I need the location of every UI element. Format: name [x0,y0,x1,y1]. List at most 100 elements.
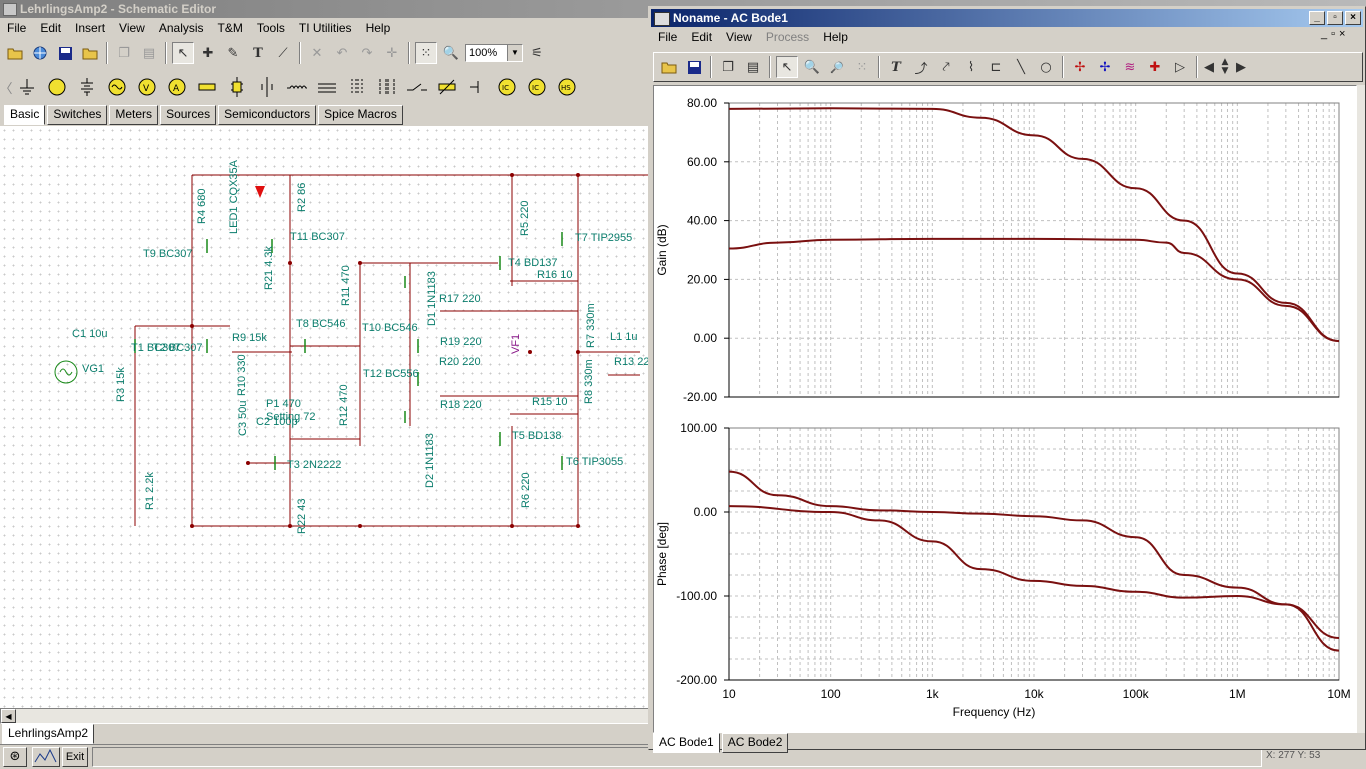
pencil-icon[interactable]: ✎ [227,45,239,61]
tab-basic[interactable]: Basic [4,105,46,125]
circle-icon[interactable]: ○ [1040,59,1052,75]
part-label[interactable]: R17 220 [439,293,481,305]
open-folder-icon[interactable] [658,56,680,78]
close-button[interactable]: × [1345,11,1361,25]
part-label[interactable]: C1 10u [72,328,108,340]
doc-minimize-icon[interactable]: _ [1321,28,1332,40]
part-label[interactable]: T12 BC556 [363,368,419,380]
part-label[interactable]: R7 330m [585,303,597,348]
part-label[interactable]: Setting 72 [266,411,316,423]
menu-tools[interactable]: Tools [256,21,285,35]
part-label[interactable]: T9 BC307 [143,248,193,260]
coil-icon[interactable] [282,72,312,102]
scroll-left-arrow-icon[interactable]: ◀ [1,709,16,723]
part-label[interactable]: T1 BC307 [131,342,181,354]
current-source-icon[interactable]: IC [492,72,522,102]
grid-icon[interactable]: ⁙ [856,59,868,75]
part-label[interactable]: R8 330m [583,359,595,404]
menu-help[interactable]: Help [365,21,391,35]
terminal-icon[interactable] [462,72,492,102]
part-label[interactable]: R12 470 [338,384,350,426]
select-arrow-icon[interactable]: ↖ [776,56,798,78]
menu-file[interactable]: File [658,30,678,44]
curve-icon[interactable]: ⌇ [967,59,975,75]
part-label[interactable]: R16 10 [537,269,573,281]
menu-view[interactable]: View [726,30,752,44]
tab-semiconductors[interactable]: Semiconductors [218,105,317,125]
save-icon[interactable] [54,42,76,64]
part-label[interactable]: C2 100p [256,416,298,428]
transformer-icon[interactable] [312,72,342,102]
potentiometer-icon[interactable] [432,72,462,102]
part-label[interactable]: R11 470 [340,265,352,306]
part-label[interactable]: T3 2N2222 [287,459,342,471]
text-label-icon[interactable]: ⊏ [990,59,1002,75]
part-label[interactable]: T5 BD138 [512,430,562,442]
paste-icon[interactable]: ▤ [142,45,156,61]
battery-icon[interactable] [72,72,102,102]
transformer3-icon[interactable] [372,72,402,102]
resistor-icon[interactable] [192,72,222,102]
menu-insert[interactable]: Insert [75,21,106,35]
part-label[interactable]: VF1 [510,333,522,354]
part-label[interactable]: R10 330 [236,354,248,396]
curves-icon[interactable]: ≋ [1124,59,1136,75]
doc-restore-icon[interactable]: ▫ [1331,28,1340,40]
part-label[interactable]: P1 470 [266,398,301,410]
label-icon[interactable]: ⟋ [278,45,288,61]
part-label[interactable]: R18 220 [440,399,482,411]
globe-icon[interactable] [29,42,51,64]
part-label[interactable]: D1 1N1183 [426,271,438,326]
capacitor-icon[interactable] [222,72,252,102]
tab-ac-bode2[interactable]: AC Bode2 [721,733,789,753]
oscilloscope-icon[interactable]: ⊛ [3,747,27,767]
paste-icon[interactable]: ▤ [746,59,760,75]
part-label[interactable]: R19 220 [440,336,482,348]
grid-icon[interactable]: ⁙ [415,42,437,64]
ammeter-icon[interactable]: A [162,72,192,102]
part-label[interactable]: R6 220 [520,472,532,508]
bode-vscrollbar[interactable] [1357,85,1365,733]
part-label[interactable]: T7 TIP2955 [575,232,633,244]
menu-process[interactable]: Process [765,30,810,44]
zoom-icon[interactable]: 🔍 [442,45,460,61]
inductor-icon[interactable] [252,72,282,102]
copy-icon[interactable]: ❐ [722,59,734,75]
save-icon[interactable] [683,56,705,78]
part-label[interactable]: R2 86 [296,182,308,212]
bode-titlebar[interactable]: Noname - AC Bode1 _ ▫ × [651,9,1363,27]
dc-source-icon[interactable]: IC [522,72,552,102]
menu-view[interactable]: View [119,21,145,35]
part-label[interactable]: R9 15k [232,332,267,344]
redo-icon[interactable]: ↷ [361,45,373,61]
part-label[interactable]: D2 1N1183 [424,433,436,488]
menu-file[interactable]: File [7,21,27,35]
nav-right-icon[interactable]: ▶ [1236,59,1246,75]
undo-icon[interactable]: ↶ [336,45,348,61]
part-label[interactable]: T6 TIP3055 [566,456,624,468]
zoom-in-icon[interactable]: 🔍 [803,59,821,75]
scroll-left-icon[interactable]: 〈 [0,81,13,97]
part-label[interactable]: VG1 [82,363,105,375]
part-label[interactable]: R4 680 [196,188,208,224]
text-icon[interactable]: T [253,45,263,61]
zoom-out-icon[interactable]: 🔎 [830,60,844,74]
open-icon[interactable] [79,42,101,64]
part-label[interactable]: LED1 CQX35A [228,160,240,234]
cursor-b-icon[interactable]: ✢ [1099,59,1111,75]
switch-icon[interactable] [402,72,432,102]
transformer2-icon[interactable] [342,72,372,102]
marker-icon[interactable]: ✚ [1149,59,1161,75]
menu-edit[interactable]: Edit [40,21,62,35]
open-folder-icon[interactable] [4,42,26,64]
minimize-button[interactable]: _ [1309,11,1325,25]
part-label[interactable]: T2 BC307 [153,342,203,354]
tab-ac-bode1[interactable]: AC Bode1 [653,733,720,753]
tab-meters[interactable]: Meters [109,105,159,125]
part-label[interactable]: R22 43 [296,498,308,534]
tab-sources[interactable]: Sources [160,105,217,125]
arrow-draw-icon[interactable]: ⤴ [914,61,928,77]
ground-icon[interactable] [12,72,42,102]
part-label[interactable]: R1 2.2k [144,472,156,510]
part-label[interactable]: R15 10 [532,396,568,408]
